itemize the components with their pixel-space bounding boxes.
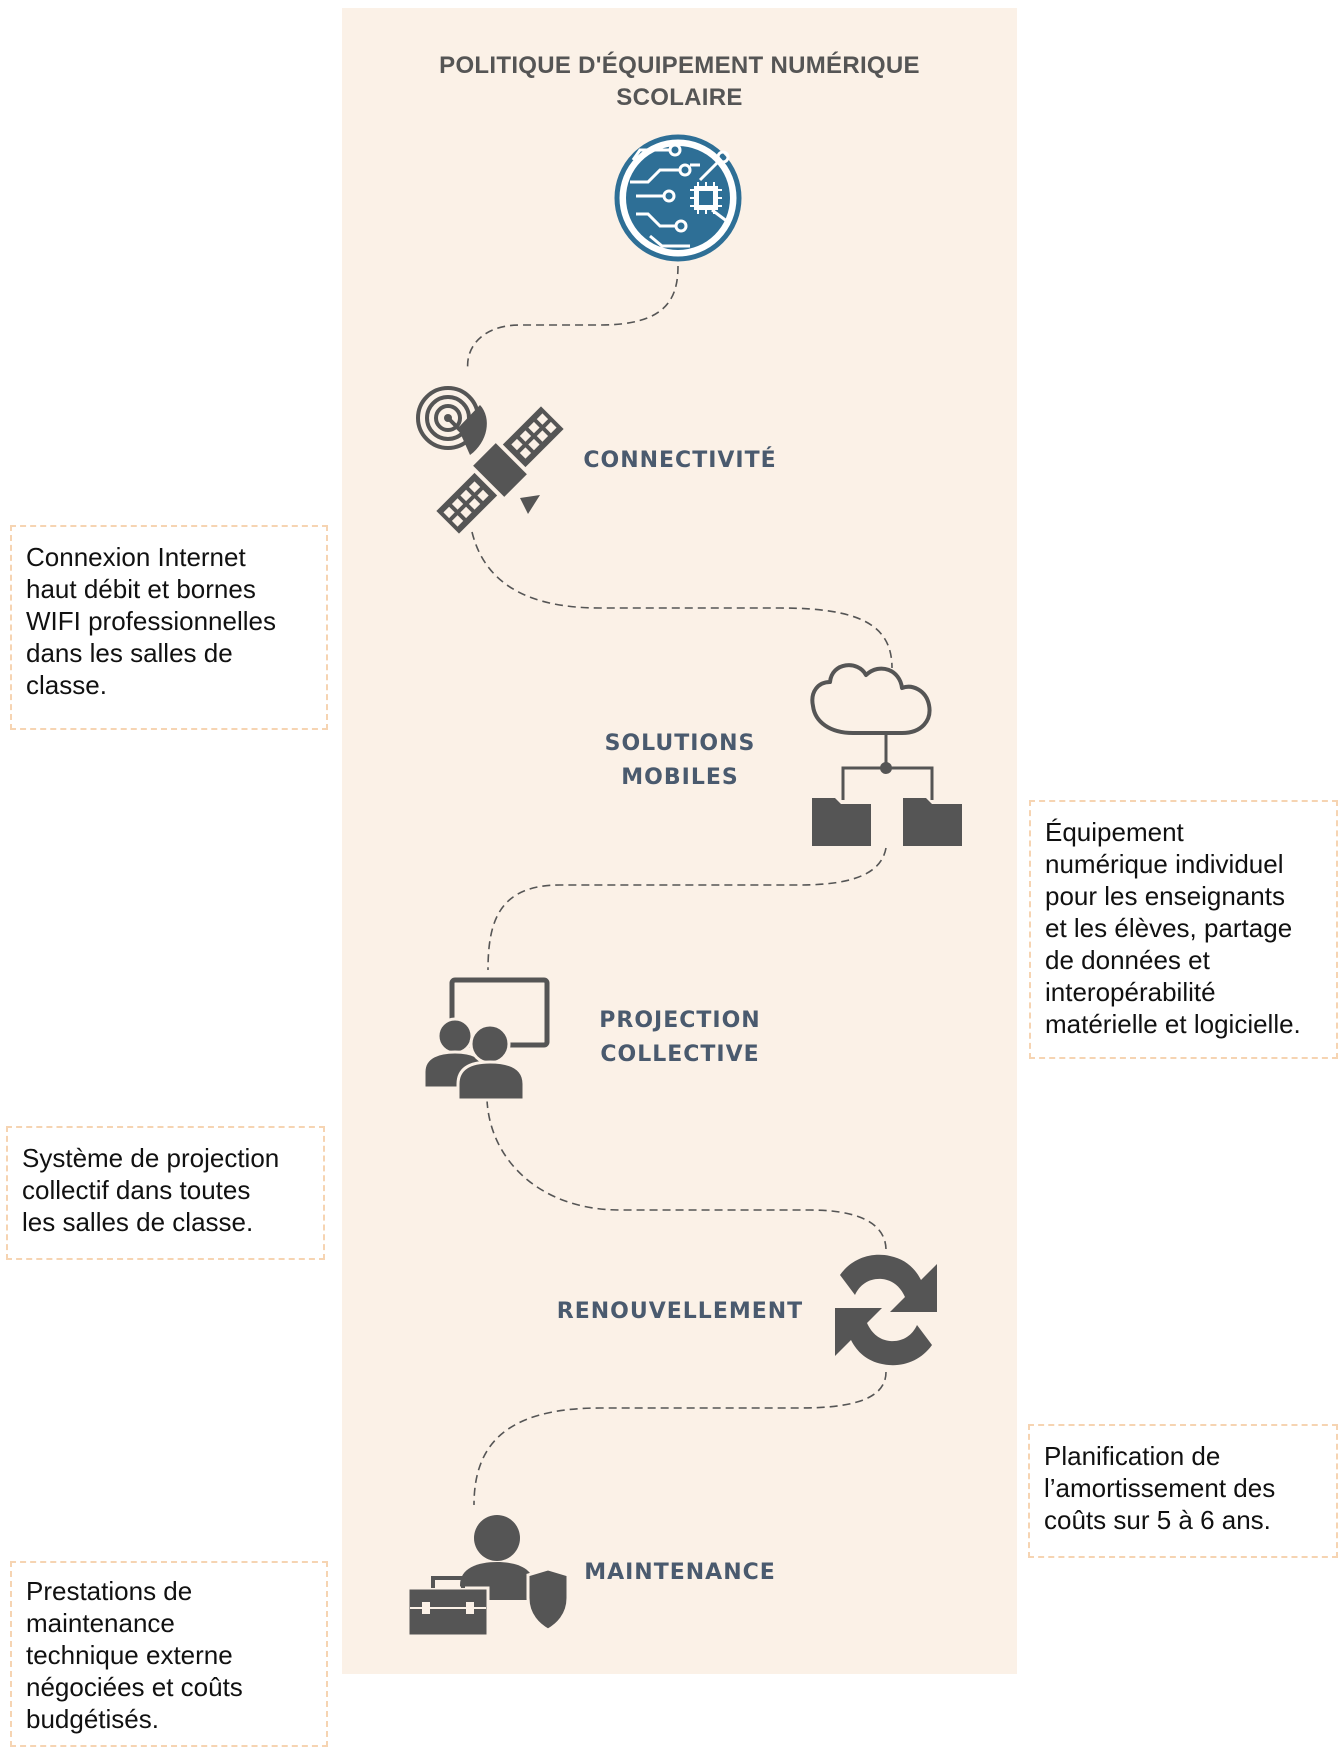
step-label: CONNECTIVITÉ [583,448,777,473]
step-renouvellement: RENOUVELLEMENT [540,1295,820,1329]
note-line: Équipement [1045,817,1184,847]
note-line: haut débit et bornes [26,574,256,604]
note-line: coûts sur 5 à 6 ans. [1044,1505,1271,1535]
step-label-line-2: MOBILES [621,765,739,790]
note-line: dans les salles de [26,638,233,668]
note-line: Connexion Internet [26,542,246,572]
note-line: l’amortissement des [1044,1473,1276,1503]
note-line: maintenance [26,1608,175,1638]
note-line: et les élèves, partage [1045,913,1293,943]
note-line: numérique individuel [1045,849,1284,879]
note-renouvellement: Planification de l’amortissement des coû… [1028,1424,1338,1558]
note-line: pour les enseignants [1045,881,1285,911]
step-label: MAINTENANCE [584,1560,776,1585]
note-line: classe. [26,670,107,700]
presentation-icon [422,977,550,1102]
note-line: matérielle et logicielle. [1045,1009,1301,1039]
refresh-icon [835,1254,937,1366]
connector-path-1 [466,265,679,371]
step-projection-collective: PROJECTION COLLECTIVE [560,1004,800,1072]
title-line-1: POLITIQUE D'ÉQUIPEMENT NUMÉRIQUE [439,52,920,79]
connector-path-2 [471,531,893,669]
note-line: Prestations de [26,1576,193,1606]
note-line: technique externe [26,1640,233,1670]
step-label-line-1: SOLUTIONS [604,731,756,756]
note-projection-collective: Système de projection collectif dans tou… [6,1126,325,1260]
page-title: POLITIQUE D'ÉQUIPEMENT NUMÉRIQUE SCOLAIR… [342,50,1017,114]
note-line: interopérabilité [1045,977,1216,1007]
step-label-line-2: COLLECTIVE [600,1042,760,1067]
note-connectivite: Connexion Internet haut débit et bornes … [10,525,328,730]
step-connectivite: CONNECTIVITÉ [560,444,800,478]
note-solutions-mobiles: Équipement numérique individuel pour les… [1029,800,1338,1059]
step-maintenance: MAINTENANCE [560,1556,800,1590]
step-label: RENOUVELLEMENT [556,1299,804,1324]
connector-path-4 [486,1099,887,1251]
title-line-2: SCOLAIRE [616,84,743,111]
note-line: de données et [1045,945,1210,975]
note-line: négociées et coûts [26,1672,243,1702]
step-label-line-1: PROJECTION [599,1008,761,1033]
note-line: collectif dans toutes [22,1175,251,1205]
note-line: Planification de [1044,1441,1221,1471]
circuit-icon [614,134,742,262]
satellite-icon [416,386,564,534]
note-line: budgétisés. [26,1704,159,1734]
note-line: WIFI professionnelles [26,606,276,636]
connector-path-3 [487,847,887,971]
note-line: Système de projection [22,1143,280,1173]
maintenance-icon [406,1515,570,1638]
note-line: les salles de classe. [22,1207,254,1237]
step-solutions-mobiles: SOLUTIONS MOBILES [560,727,800,795]
connector-path-5 [473,1371,887,1506]
cloud-folders-icon [810,663,962,846]
note-maintenance: Prestations de maintenance technique ext… [10,1561,328,1747]
